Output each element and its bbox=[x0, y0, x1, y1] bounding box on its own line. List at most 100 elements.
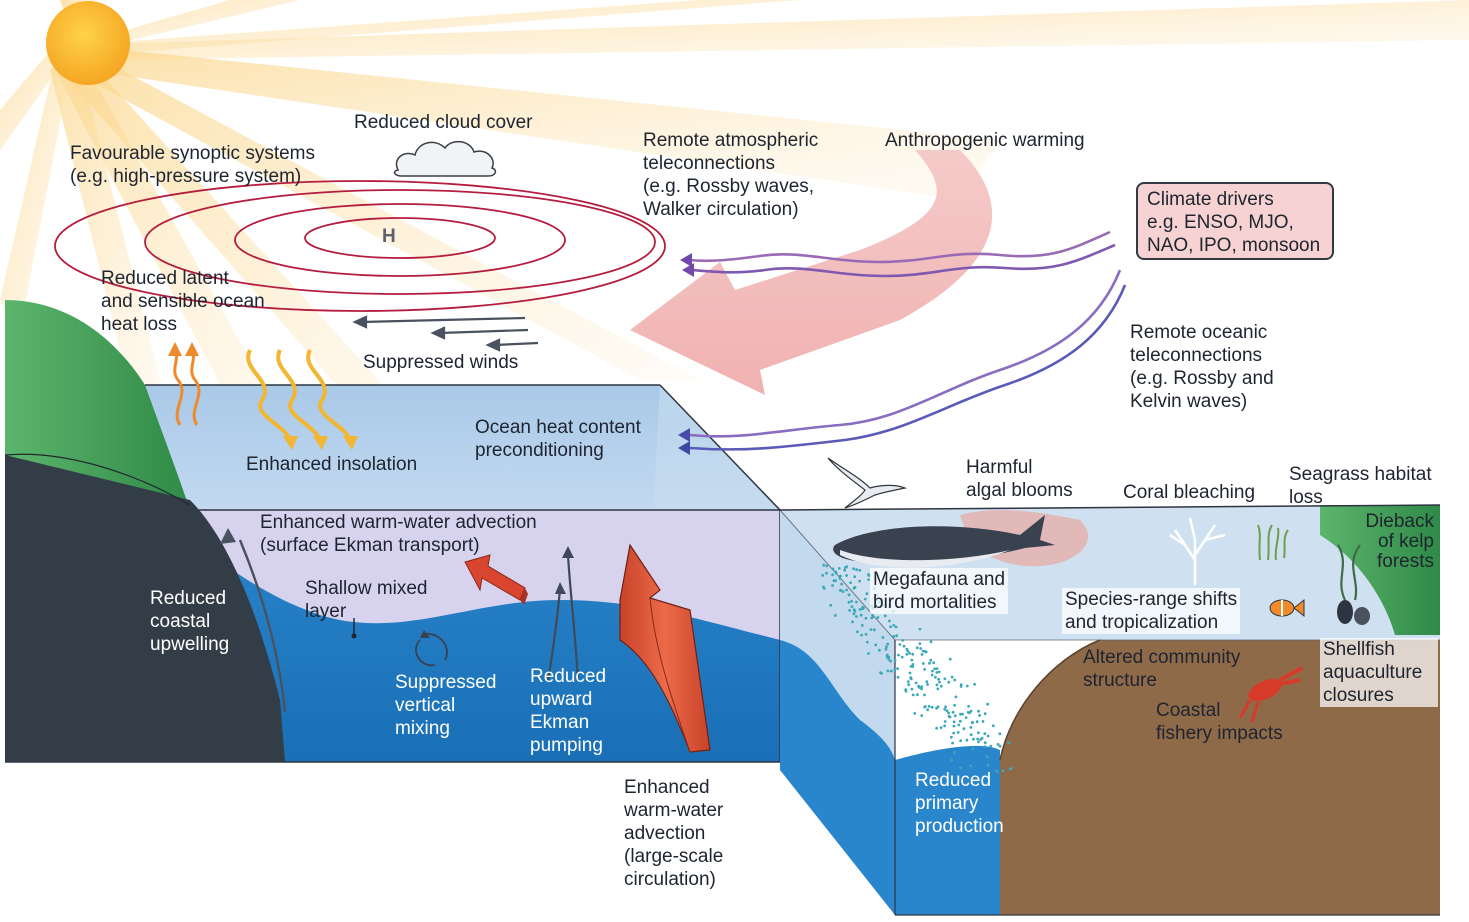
label-line: heat loss bbox=[101, 314, 178, 335]
plankton-dot bbox=[923, 668, 926, 671]
plankton-dot bbox=[950, 675, 954, 679]
label-coastal-fishery: Coastal fishery impacts bbox=[1156, 699, 1283, 745]
plankton-dot bbox=[822, 563, 826, 567]
plankton-dot bbox=[847, 593, 851, 597]
plankton-dot bbox=[952, 720, 956, 724]
plankton-dot bbox=[885, 645, 888, 649]
label-line: and sensible ocean bbox=[101, 291, 265, 312]
plankton-dot bbox=[965, 684, 969, 688]
plankton-dot bbox=[923, 705, 927, 709]
climate-drivers-box: Climate drivers e.g. ENSO, MJO, NAO, IPO… bbox=[1136, 182, 1334, 260]
plankton-dot bbox=[914, 681, 918, 685]
label-line: advection bbox=[624, 823, 706, 844]
label-line: upward bbox=[530, 689, 593, 710]
sun-icon bbox=[46, 1, 130, 85]
plankton-dot bbox=[937, 677, 940, 681]
plankton-dot bbox=[943, 707, 947, 711]
plankton-dot bbox=[844, 566, 847, 569]
plankton-dot bbox=[871, 613, 874, 617]
label-line: primary bbox=[915, 793, 979, 814]
plankton-dot bbox=[865, 592, 869, 596]
plankton-dot bbox=[906, 680, 910, 683]
plankton-dot bbox=[893, 668, 897, 671]
plankton-dot bbox=[998, 732, 1002, 736]
plankton-dot bbox=[926, 708, 929, 712]
plankton-dot bbox=[925, 680, 929, 684]
label-line: and tropicalization bbox=[1065, 612, 1219, 633]
plankton-dot bbox=[949, 735, 953, 739]
plankton-dot bbox=[852, 608, 856, 611]
plankton-dot bbox=[936, 687, 940, 691]
label-line: algal blooms bbox=[966, 480, 1073, 501]
plankton-dot bbox=[920, 714, 924, 717]
plankton-dot bbox=[961, 712, 964, 716]
label-line: warm-water bbox=[624, 800, 724, 821]
label-remote-atmospheric: Remote atmospheric teleconnections (e.g.… bbox=[643, 129, 818, 221]
plankton-dot bbox=[910, 658, 914, 662]
plankton-dot bbox=[892, 635, 896, 638]
plankton-dot bbox=[884, 647, 888, 651]
plankton-dot bbox=[850, 605, 854, 608]
plankton-dot bbox=[920, 687, 923, 691]
label-line: (surface Ekman transport) bbox=[260, 535, 480, 556]
plankton-dot bbox=[989, 744, 993, 748]
label-line: NAO, IPO, monsoon bbox=[1147, 235, 1321, 256]
plankton-dot bbox=[841, 590, 845, 593]
plankton-dot bbox=[834, 579, 837, 583]
plankton-dot bbox=[858, 608, 862, 611]
label-line: production bbox=[915, 816, 1004, 837]
plankton-dot bbox=[864, 616, 868, 620]
label-line: Species-range shifts bbox=[1065, 589, 1238, 610]
plankton-dot bbox=[825, 571, 828, 575]
plankton-dot bbox=[983, 732, 987, 736]
plankton-dot bbox=[898, 643, 902, 646]
label-reduced-primary-production: Reduced primary production bbox=[915, 769, 1004, 838]
plankton-dot bbox=[845, 574, 848, 577]
plankton-dot bbox=[911, 663, 915, 666]
label-line: Enhanced bbox=[624, 777, 710, 798]
plankton-dot bbox=[833, 614, 837, 617]
plankton-dot bbox=[996, 743, 1000, 746]
label-enhanced-warm-water-surface: Enhanced warm-water advection (surface E… bbox=[260, 511, 537, 557]
plankton-dot bbox=[839, 588, 843, 592]
plankton-dot bbox=[986, 702, 989, 706]
plankton-dot bbox=[939, 684, 943, 688]
label-line: forests bbox=[1376, 551, 1434, 572]
plankton-dot bbox=[910, 687, 914, 691]
plankton-dot bbox=[1007, 741, 1011, 745]
plankton-dot bbox=[821, 574, 825, 577]
plankton-dot bbox=[855, 600, 858, 604]
plankton-dot bbox=[886, 642, 890, 646]
plankton-dot bbox=[892, 624, 896, 627]
whale-icon bbox=[833, 515, 1055, 568]
plankton-dot bbox=[834, 571, 838, 575]
atmospheric-teleconnection-arrows bbox=[680, 230, 1116, 278]
plankton-dot bbox=[947, 714, 951, 718]
plankton-dot bbox=[883, 614, 887, 618]
label-reduced-latent-heat-loss: Reduced latent and sensible ocean heat l… bbox=[101, 267, 265, 336]
label-line: aquaculture bbox=[1323, 662, 1423, 683]
plankton-dot bbox=[932, 661, 936, 665]
plankton-dot bbox=[916, 693, 919, 697]
plankton-dot bbox=[966, 711, 970, 714]
label-coral-bleaching: Coral bleaching bbox=[1123, 482, 1256, 503]
plankton-dot bbox=[861, 605, 864, 609]
plankton-dot bbox=[929, 640, 933, 644]
plankton-dot bbox=[1001, 769, 1005, 773]
plankton-dot bbox=[869, 628, 873, 631]
plankton-dot bbox=[904, 689, 908, 693]
plankton-dot bbox=[959, 712, 962, 716]
label-line: layer bbox=[305, 601, 347, 622]
plankton-dot bbox=[889, 669, 893, 673]
coral-icon bbox=[1169, 517, 1226, 585]
plankton-dot bbox=[874, 643, 878, 647]
plankton-dot bbox=[931, 669, 934, 673]
label-harmful-algal-blooms: Harmful algal blooms bbox=[966, 456, 1073, 502]
plankton-dot bbox=[935, 683, 939, 687]
plankton-dot bbox=[975, 720, 979, 724]
plankton-dot bbox=[1008, 767, 1012, 771]
label-line: Ocean heat content bbox=[475, 417, 641, 438]
plankton-dot bbox=[944, 705, 947, 709]
plankton-dot bbox=[986, 764, 990, 767]
